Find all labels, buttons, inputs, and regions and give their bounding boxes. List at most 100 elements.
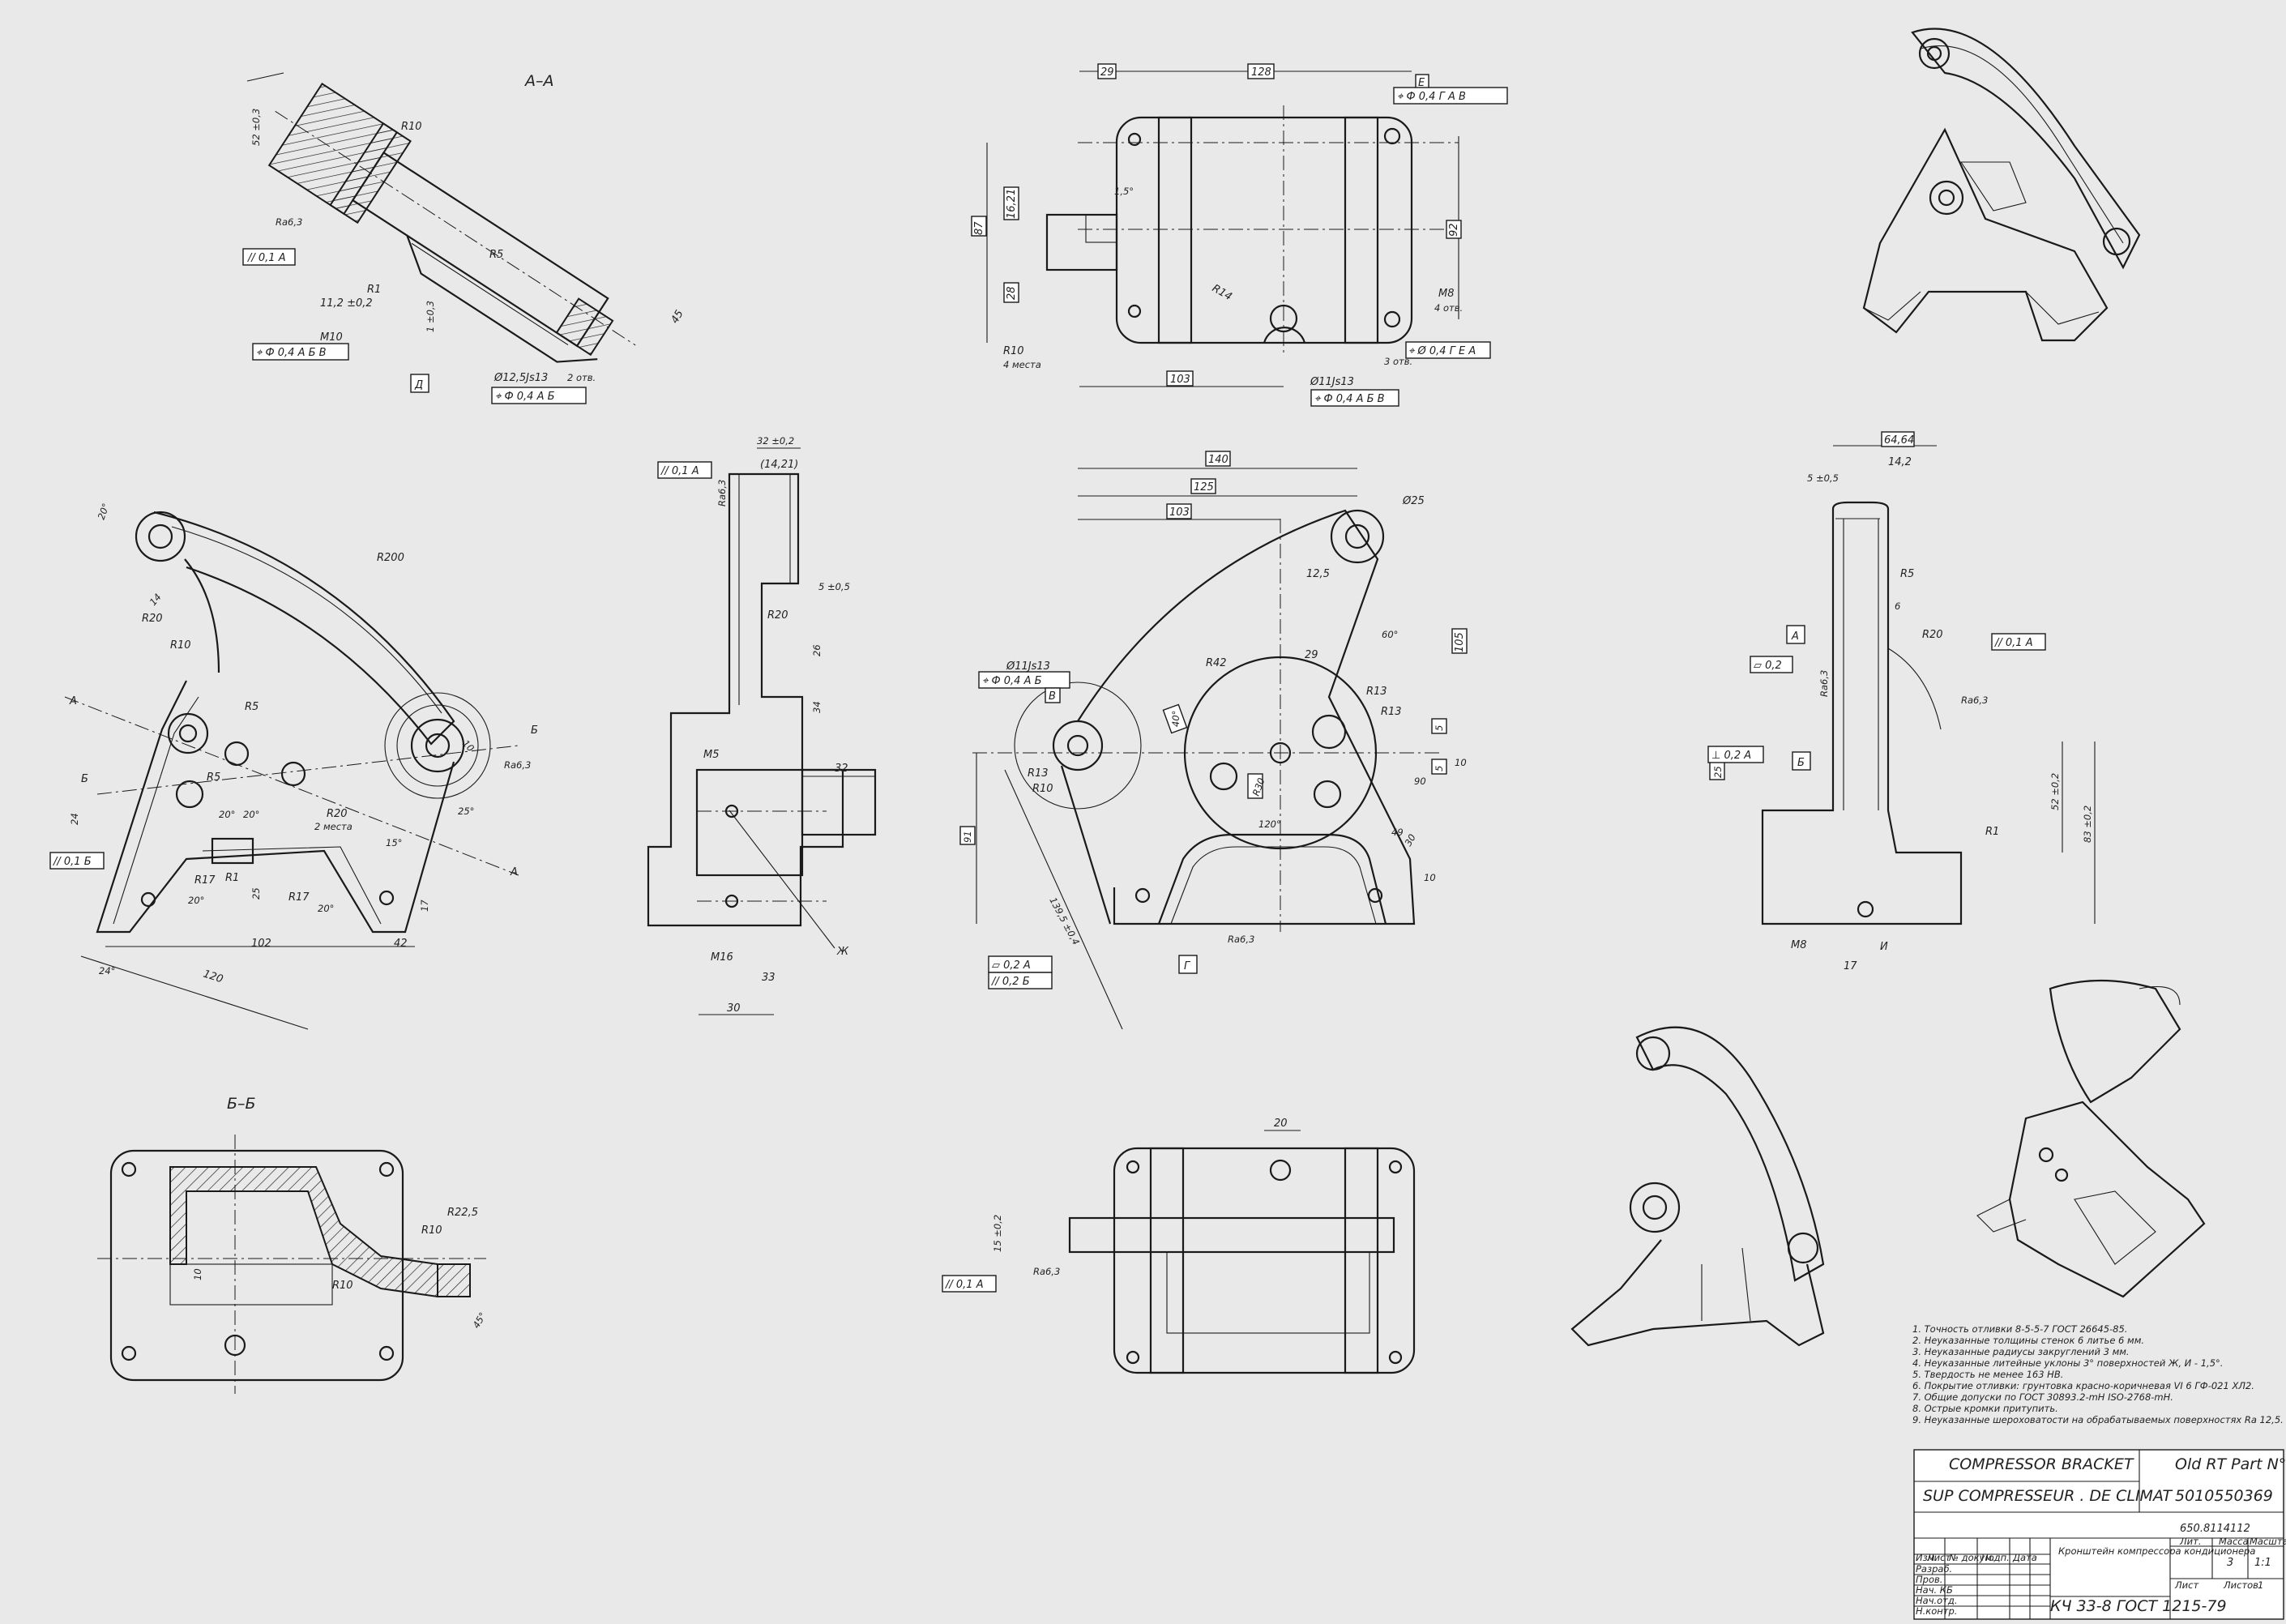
- dim-28: 28: [1006, 286, 1018, 300]
- tol-aa-position: [252, 343, 349, 361]
- svg-text:⌖ Ø 0,4 Г Е А: ⌖ Ø 0,4 Г Е А: [1408, 345, 1476, 357]
- dim-5b: 5: [1434, 766, 1445, 771]
- dim-2-places: 2 места: [314, 821, 353, 832]
- tol-side-parallel: [657, 461, 712, 479]
- dim-r1: R1: [225, 872, 239, 884]
- lit-label: Лит.: [2179, 1536, 2201, 1547]
- svg-text:⊥ 0,2 А: ⊥ 0,2 А: [1711, 750, 1751, 762]
- svg-text:Б: Б: [531, 724, 538, 737]
- dim-87: 87: [973, 221, 985, 235]
- dim-r10: R10: [1032, 783, 1053, 795]
- part-name-ru: Кронштейн компрессора кондиционера: [2058, 1545, 2255, 1557]
- material: КЧ 33-8 ГОСТ 1215-79: [2050, 1597, 2227, 1615]
- dim-20deg-e: 20°: [96, 502, 112, 521]
- technical-notes: 1. Точность отливки 8-5-5-7 ГОСТ 26645-8…: [1912, 1323, 2284, 1425]
- drawing-number: 650.8114112: [2180, 1523, 2250, 1535]
- bottom-view: 20 15 ±0,2 Ra6,3 // 0,1 А: [942, 1118, 1416, 1374]
- dim-r5: R5: [489, 249, 503, 261]
- dim-10a: 10: [1455, 757, 1467, 768]
- tol-bottom-parallel: [942, 1275, 997, 1293]
- dim-20deg-c: 20°: [188, 895, 204, 906]
- dim-12-5: 12,5: [1306, 568, 1330, 580]
- tol-aa-position2: [491, 387, 587, 404]
- tol-main-pos: [978, 671, 1070, 689]
- bb-hatched-section: [169, 1166, 438, 1298]
- section-bb-label: Б–Б: [227, 1095, 256, 1113]
- dim-14: 14: [147, 592, 164, 608]
- dim-5a: 5: [1434, 725, 1445, 731]
- dim-40deg: 40°: [1170, 711, 1181, 727]
- col-sign: Подп.: [1981, 1552, 2010, 1563]
- dim-m5: M5: [703, 749, 720, 761]
- dim-11-2: 11,2 ±0,2: [320, 297, 373, 310]
- roughness-front: Ra6,3: [504, 759, 531, 771]
- dim-64-64: 64,64: [1884, 434, 1914, 447]
- dim-105: 105: [1454, 632, 1466, 652]
- svg-text:// 0,2 Б: // 0,2 Б: [991, 976, 1030, 988]
- section-aa-view: А–А R10 R5 R1 52 ±0,3 11,2 ±0,2 1 ±0,3 M…: [242, 72, 686, 404]
- dim-r10: R10: [170, 639, 191, 652]
- dim-33: 33: [762, 972, 776, 984]
- dim-102: 102: [251, 938, 271, 950]
- dim-r20: R20: [142, 613, 163, 625]
- dim-1: 1 ±0,3: [425, 301, 436, 332]
- tol-top-pos1: [1393, 87, 1508, 105]
- dim-139-5: 139,5 ±0,4: [1047, 895, 1082, 947]
- dim-r20: R20: [1922, 629, 1943, 641]
- svg-text:// 0,1 Б: // 0,1 Б: [53, 856, 92, 868]
- dim-15: 15 ±0,2: [992, 1215, 1003, 1252]
- main-view: 140 125 103 Ø25 12,5 105 29 60° R42 R13 …: [959, 451, 1468, 1030]
- side-view: 32 ±0,2 (14,21) Ra6,3 R20 5 ±0,5 26 34 M…: [647, 435, 877, 1015]
- dim-91: 91: [962, 831, 973, 843]
- datum-b: Б: [1797, 757, 1805, 769]
- roughness-side: Ra6,3: [716, 480, 728, 506]
- dim-26: 26: [811, 644, 823, 656]
- svg-text:// 0,1 A: // 0,1 A: [247, 252, 286, 264]
- note-3: 3. Неуказанные радиусы закруглений 3 мм.: [1912, 1346, 2130, 1357]
- dim-25deg: 25°: [458, 806, 474, 817]
- svg-text:А: А: [510, 866, 518, 878]
- roughness-main: Ra6,3: [1228, 934, 1254, 945]
- datum-g: Г: [1184, 960, 1191, 972]
- tol-main-parallel: [988, 972, 1053, 989]
- note-8: 8. Острые кромки притупить.: [1912, 1403, 2058, 1414]
- svg-text:⌖ Ф 0,4 А Б: ⌖ Ф 0,4 А Б: [982, 675, 1042, 687]
- dim-r14: R14: [1210, 282, 1234, 303]
- dim-m16: M16: [711, 951, 733, 964]
- dim-r10: R10: [401, 121, 422, 133]
- dim-52: 52 ±0,2: [2049, 773, 2061, 810]
- datum-a: А: [1791, 630, 1799, 643]
- dim-17: 17: [419, 900, 430, 912]
- dim-m8: M8: [1791, 939, 1807, 951]
- dim-29: 29: [1305, 649, 1318, 661]
- dim-24deg: 24°: [99, 965, 115, 977]
- dim-d12-5: Ø12,5Js13: [494, 372, 548, 384]
- svg-text:Б: Б: [81, 773, 88, 785]
- top-view-outline: [1115, 116, 1413, 344]
- row-kb-head: Нач. КБ: [1916, 1584, 1953, 1596]
- dim-m8: M8: [1438, 288, 1455, 300]
- sheets-value: 1: [2258, 1579, 2263, 1591]
- dim-20deg-d: 20°: [318, 903, 334, 914]
- old-part-number: 5010550369: [2175, 1487, 2273, 1505]
- note-7: 7. Общие допуски по ГОСТ 30893.2-mH ISO-…: [1912, 1391, 2173, 1403]
- dim-r20: R20: [767, 609, 788, 622]
- dim-30: 30: [727, 1002, 741, 1015]
- dim-60deg: 60°: [1382, 629, 1398, 640]
- dim-r10b: R10: [332, 1280, 353, 1292]
- note-4: 4. Неуказанные литейные уклоны 3° поверх…: [1912, 1357, 2223, 1369]
- dim-20deg-b: 20°: [243, 809, 259, 820]
- dim-90: 90: [1414, 776, 1426, 787]
- bottom-view-outline: [1113, 1147, 1416, 1374]
- dim-r5b: R5: [207, 771, 220, 784]
- right-view: 64,64 14,2 5 ±0,5 R5 6 R20 А Ra6,3 Б Ra6…: [1707, 431, 2096, 972]
- dim-d11: Ø11Js13: [1310, 376, 1354, 388]
- dim-30: 30: [1402, 832, 1417, 848]
- dim-5: 5 ±0,5: [818, 581, 850, 592]
- roughness-bottom: Ra6,3: [1033, 1266, 1060, 1277]
- note-6: 6. Покрытие отливки: грунтовка красно-ко…: [1912, 1380, 2254, 1391]
- dim-120: 120: [202, 968, 224, 986]
- dim-32: 32 ±0,2: [757, 435, 794, 447]
- tol-right-parallel: [1991, 633, 2046, 651]
